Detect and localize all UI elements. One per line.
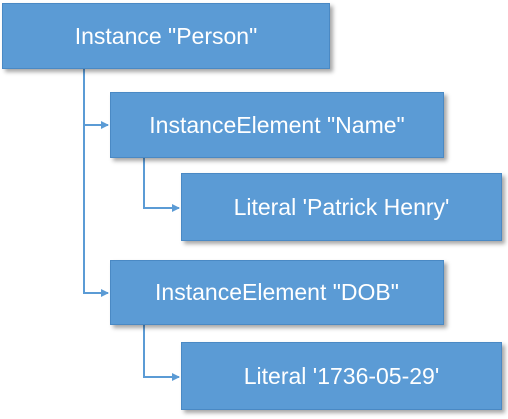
node-instance-person: Instance "Person"	[2, 3, 330, 69]
node-label: Literal 'Patrick Henry'	[233, 193, 450, 220]
connector-root-to-dob	[83, 125, 109, 297]
connector-root-to-name	[83, 69, 109, 129]
node-label: InstanceElement "Name"	[149, 111, 405, 138]
node-label: InstanceElement "DOB"	[155, 279, 399, 305]
node-label: Instance "Person"	[74, 22, 258, 49]
node-instance-element-dob: InstanceElement "DOB"	[110, 260, 444, 325]
node-literal-patrick-henry: Literal 'Patrick Henry'	[181, 173, 502, 241]
node-literal-date: Literal '1736-05-29'	[181, 342, 502, 410]
connector-name-to-literal	[143, 158, 180, 212]
node-label: Literal '1736-05-29'	[243, 362, 440, 389]
connector-dob-to-literal	[143, 325, 180, 381]
node-instance-element-name: InstanceElement "Name"	[110, 92, 444, 158]
